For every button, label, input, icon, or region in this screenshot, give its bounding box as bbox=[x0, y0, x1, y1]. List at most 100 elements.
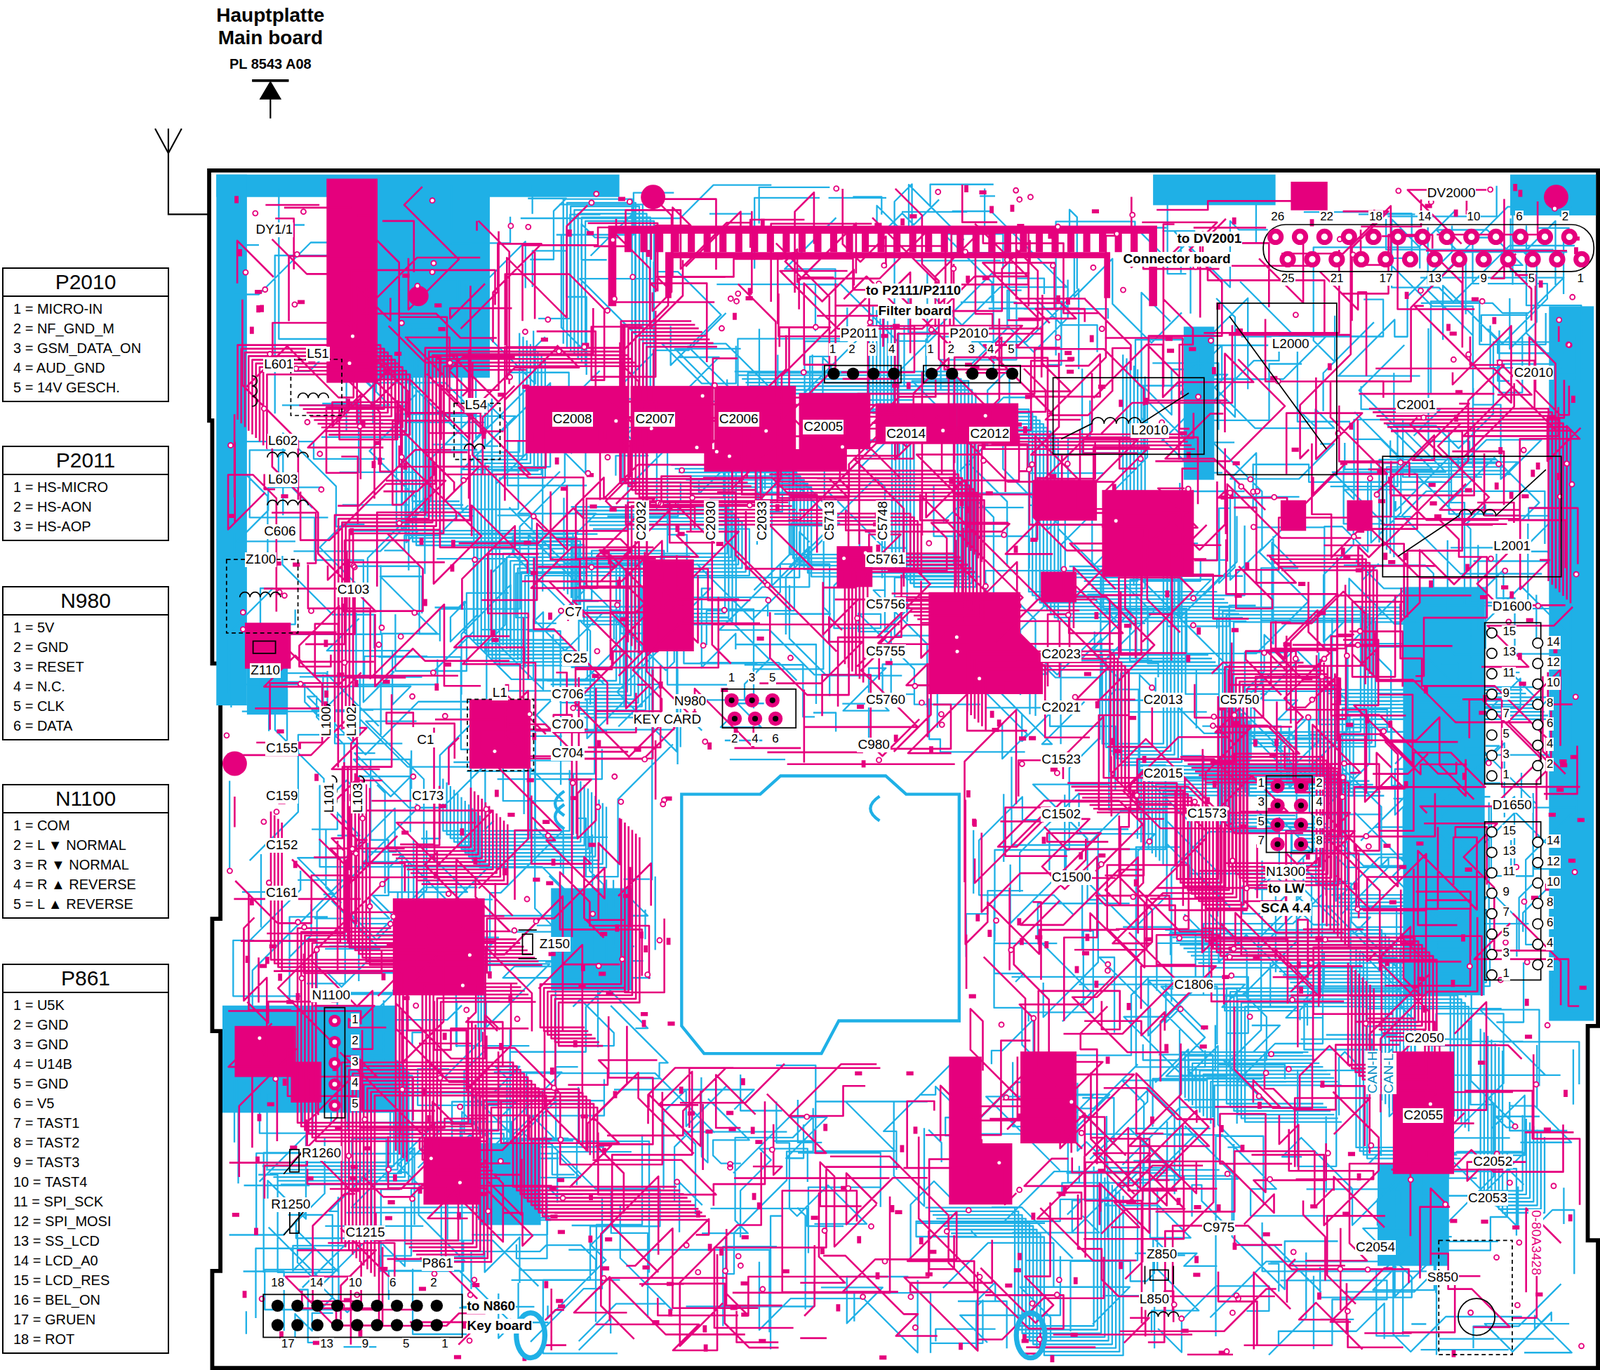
part-label: C2012 bbox=[969, 426, 1010, 442]
pin-hole bbox=[1296, 233, 1304, 240]
pin-ring bbox=[1512, 228, 1529, 245]
pin-hole bbox=[1357, 256, 1365, 263]
pin-number: 8 bbox=[1545, 896, 1554, 910]
pin-pad bbox=[1006, 367, 1019, 380]
pin-row: 1 = 5V bbox=[3, 617, 168, 638]
part-label: C5761 bbox=[865, 552, 906, 568]
part-label: C2030 bbox=[703, 500, 719, 542]
part-label: C1806 bbox=[1173, 977, 1215, 993]
pin-pad bbox=[1426, 251, 1443, 268]
pin-number: 9 bbox=[361, 1337, 370, 1351]
pin-hole bbox=[772, 715, 779, 722]
pin-pad bbox=[1270, 837, 1285, 852]
pin-pad bbox=[1475, 251, 1492, 268]
pin-pad bbox=[350, 1299, 363, 1312]
pin-number: 11 bbox=[1501, 865, 1516, 879]
part-label: SCA 4.4 bbox=[1260, 901, 1312, 916]
pin-pad bbox=[1328, 251, 1345, 268]
pin-number: 1 bbox=[828, 343, 837, 357]
pin-number: 7 bbox=[1501, 905, 1510, 920]
pin-pad bbox=[371, 1299, 384, 1312]
magenta-trace-set bbox=[228, 184, 1581, 1355]
part-label: C2054 bbox=[1355, 1240, 1396, 1255]
pin-number: 10 bbox=[1545, 676, 1561, 690]
part-label: C2050 bbox=[1404, 1030, 1445, 1046]
pin-number: 1 bbox=[727, 671, 736, 685]
pin-ring bbox=[371, 1318, 384, 1331]
pcb-circle bbox=[1543, 184, 1569, 210]
pin-row: 2 = HS-AON bbox=[3, 496, 168, 517]
part-label: L602 bbox=[267, 433, 299, 449]
part-label: L1 bbox=[491, 685, 509, 701]
pin-number: 26 bbox=[1270, 210, 1285, 224]
pin-table: P8611 = U5K2 = GND3 = GND4 = U14B5 = GND… bbox=[2, 963, 170, 1354]
pin-row: 13 = SS_LCD bbox=[3, 1230, 168, 1251]
part-label: N1300 bbox=[1265, 864, 1306, 880]
pin-number: 6 bbox=[1515, 210, 1523, 224]
pin-ring bbox=[310, 1299, 323, 1312]
pin-row: 11 = SPI_SCK bbox=[3, 1191, 168, 1212]
pin-number: 25 bbox=[1280, 272, 1296, 286]
pin-ring bbox=[1532, 740, 1544, 751]
pin-ring bbox=[1532, 698, 1544, 710]
pin-ring bbox=[390, 1299, 403, 1312]
pin-number: 6 bbox=[1545, 717, 1554, 731]
pin-ring bbox=[1532, 719, 1544, 730]
pin-number: 4 bbox=[887, 343, 896, 357]
pin-ring bbox=[291, 1318, 304, 1331]
pin-ring bbox=[1487, 729, 1498, 741]
pcb-rect bbox=[923, 365, 1021, 384]
pin-pad bbox=[1279, 251, 1296, 268]
pin-pad bbox=[1487, 628, 1498, 639]
pin-number: 5 bbox=[768, 671, 777, 685]
pin-ring bbox=[328, 1014, 341, 1027]
pin-number: 2 bbox=[1315, 776, 1323, 791]
part-label: L2001 bbox=[1492, 538, 1532, 554]
pin-pad bbox=[748, 711, 763, 726]
part-label: C2053 bbox=[1467, 1190, 1509, 1206]
pin-number: 17 bbox=[280, 1337, 296, 1351]
pin-ring bbox=[1451, 251, 1468, 268]
part-label: L603 bbox=[267, 472, 299, 488]
pcb-rect bbox=[1484, 821, 1542, 980]
pin-ring bbox=[966, 367, 979, 380]
part-label: Z100 bbox=[244, 552, 277, 568]
pin-row: 7 = TAST1 bbox=[3, 1112, 168, 1133]
pin-ring bbox=[331, 1299, 344, 1312]
pin-number: 13 bbox=[1501, 645, 1517, 659]
part-label: to N860 bbox=[466, 1298, 517, 1314]
pcb-line bbox=[269, 98, 271, 119]
pin-pad bbox=[1536, 228, 1553, 245]
pin-pad bbox=[945, 367, 958, 380]
pin-pad bbox=[1548, 251, 1565, 268]
pin-row: 6 = DATA bbox=[3, 715, 168, 736]
pin-pad bbox=[430, 1318, 443, 1331]
pin-pad bbox=[1294, 817, 1309, 832]
pin-row: 5 = L ▲ REVERSE bbox=[3, 894, 168, 914]
pin-pad bbox=[1532, 898, 1544, 909]
pin-ring bbox=[1532, 938, 1544, 950]
part-label: C606 bbox=[263, 524, 297, 539]
pin-ring bbox=[1532, 898, 1544, 909]
pin-row: 12 = SPI_MOSI bbox=[3, 1211, 168, 1231]
pin-row: 3 = GSM_DATA_ON bbox=[3, 338, 168, 358]
pcb-line bbox=[1229, 316, 1327, 450]
pin-hole bbox=[769, 697, 776, 704]
pin-row: 4 = N.C. bbox=[3, 676, 168, 697]
part-label: C25 bbox=[562, 651, 589, 666]
pin-pad bbox=[768, 711, 783, 726]
pcb-rect bbox=[324, 1007, 345, 1118]
pin-ring bbox=[1389, 228, 1406, 245]
part-label: C2014 bbox=[885, 426, 927, 442]
pin-number: 4 bbox=[750, 732, 759, 746]
pin-ring bbox=[1294, 778, 1309, 793]
pin-pad bbox=[328, 1098, 341, 1111]
pcb-components bbox=[226, 224, 1594, 1358]
part-label: C1500 bbox=[1051, 870, 1092, 885]
pin-hole bbox=[331, 1081, 337, 1087]
pin-pad bbox=[1532, 740, 1544, 751]
pin-row: 8 = TAST2 bbox=[3, 1132, 168, 1153]
pcb-rect bbox=[522, 934, 533, 955]
